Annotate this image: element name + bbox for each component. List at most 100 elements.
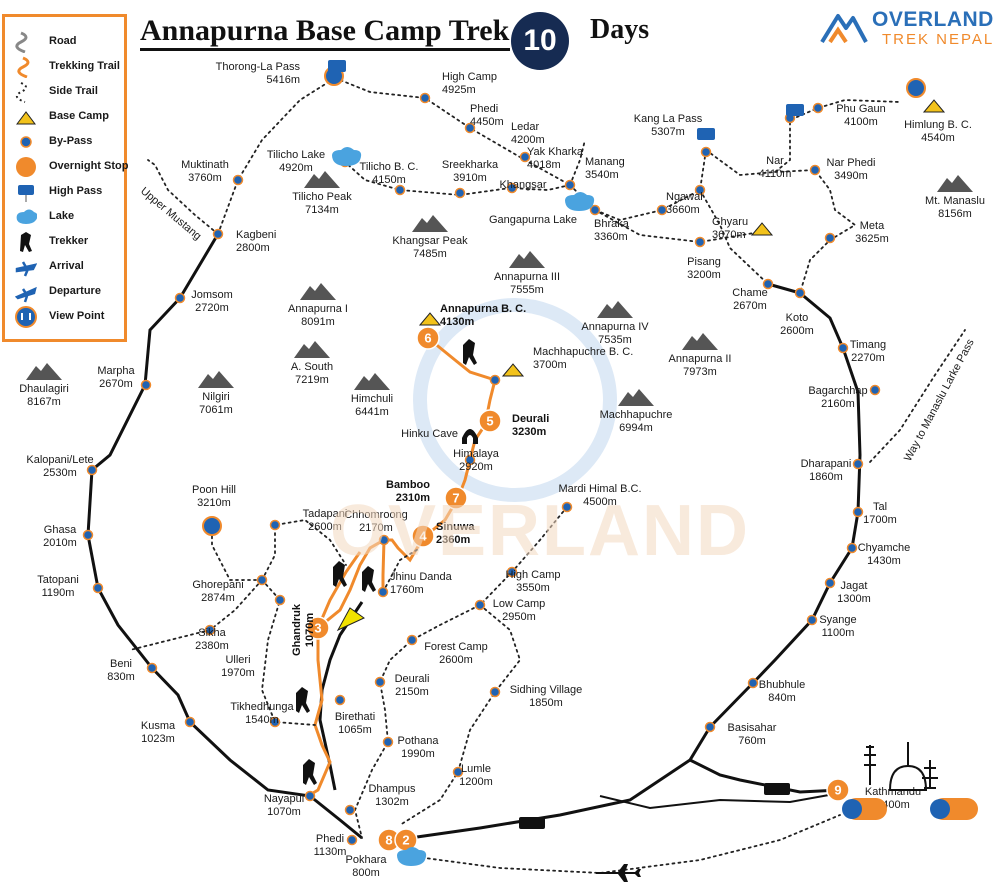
peak-name: Annapurna III: [494, 271, 560, 283]
high-pass-sign-icon: [15, 181, 37, 203]
place-name: Hinku Cave: [401, 428, 458, 440]
bypass-dot: [846, 542, 858, 554]
place-name: Phedi: [316, 833, 344, 845]
place-name: Jomsom: [191, 289, 233, 301]
place-alt: 2920m: [459, 461, 493, 473]
place-alt: 4200m: [511, 134, 545, 146]
peak-icon: [682, 333, 718, 350]
overnight-label: Ghandruk1070m: [291, 603, 316, 656]
kathmandu-temple-icon: [864, 742, 938, 791]
overnight-stop-3: [306, 616, 330, 640]
place-name: Jagat: [841, 580, 868, 592]
trekking-trail-icon: [15, 56, 37, 79]
place-alt: 1200m: [459, 776, 493, 788]
road-kathmandu-2: [599, 792, 841, 810]
overnight-alt: 3230m: [512, 426, 546, 438]
place-name: Manang: [585, 156, 625, 168]
overnight-name: Bamboo: [386, 479, 430, 491]
place-label: Himlung B. C.4540m: [904, 119, 972, 144]
legend-label: Lake: [49, 210, 75, 222]
bypass-dot: [82, 529, 94, 541]
place-alt: 3625m: [855, 233, 889, 245]
trekking-trail-jhinu: [381, 539, 386, 592]
peak-name: Annapurna I: [288, 303, 348, 315]
overnight-stop-5: [478, 409, 502, 433]
place-alt: 1023m: [141, 733, 175, 745]
legend-label: Road: [49, 35, 77, 47]
place-alt: 1100m: [822, 627, 855, 639]
road-west-loop: [86, 233, 363, 840]
peak-name: Tilicho Peak: [292, 191, 352, 203]
place-alt: 2170m: [359, 522, 393, 534]
place-name: Lumle: [461, 763, 491, 775]
watermark-ring: [413, 298, 617, 502]
peak-icon: [597, 301, 633, 318]
overnight-stop-6: [416, 326, 440, 350]
place-alt: 2600m: [439, 654, 473, 666]
place-alt: 3200m: [687, 269, 721, 281]
bypass-dot: [852, 506, 864, 518]
watermark-overland: OVERLAND: [330, 491, 751, 571]
bypass-dot: [346, 834, 358, 846]
bypass-dot: [274, 594, 286, 606]
place-name: Tadapani: [303, 508, 348, 520]
place-alt: 3670m: [712, 229, 746, 241]
place-name: Kang La Pass: [634, 113, 703, 125]
place-name: Deurali: [395, 673, 430, 685]
peak-alt: 7219m: [295, 374, 329, 386]
place-alt: 1700m: [863, 514, 897, 526]
days-label: Days: [590, 14, 650, 45]
overnight-number: 2: [402, 833, 409, 848]
bypass-dot: [561, 501, 573, 513]
place-alt: 2270m: [851, 352, 885, 364]
place-alt: 4540m: [921, 132, 955, 144]
place-alt: 2600m: [308, 521, 342, 533]
legend-label: Trekker: [49, 235, 89, 247]
peak-name: Annapurna II: [669, 353, 732, 365]
days-badge: 10: [511, 12, 569, 70]
bypass-dot: [377, 586, 389, 598]
bypass-dot: [464, 122, 476, 134]
place-name: High Camp: [442, 71, 497, 83]
bypass-dot: [852, 458, 864, 470]
place-name: Phu Gaun: [836, 103, 886, 115]
bypass-dot: [489, 374, 501, 386]
legend-item-view-point: View Point: [15, 306, 125, 328]
place-label: Khangsar: [499, 179, 546, 191]
peak-name: A. South: [291, 361, 333, 373]
place-alt: 2874m: [201, 592, 235, 604]
arrival-marker: [842, 798, 887, 820]
place-name: Koto: [786, 312, 809, 324]
place-alt: 4920m: [279, 162, 313, 174]
view-point-icon: [15, 306, 37, 328]
peak-icon: [354, 373, 390, 390]
place-name: Dhampus: [368, 783, 416, 795]
place-alt: 840m: [768, 692, 796, 704]
legend-item-arrival: Arrival: [15, 256, 125, 278]
peak-icon: [294, 341, 330, 358]
overnight-number: 9: [834, 783, 841, 798]
